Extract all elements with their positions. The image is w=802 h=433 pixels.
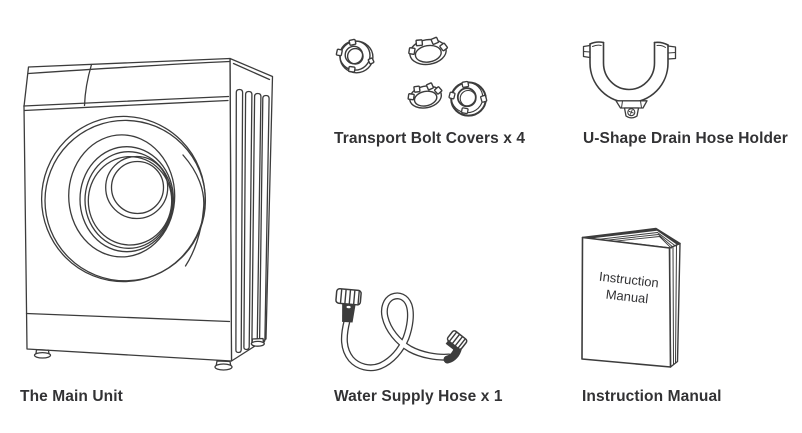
bolt-cover-1 (336, 39, 374, 73)
main-unit-label: The Main Unit (20, 388, 123, 405)
bolt-cover-3 (406, 81, 445, 111)
drain-hose-holder-label: U-Shape Drain Hose Holder (583, 130, 788, 147)
door-window (42, 116, 206, 281)
instruction-manual-illustration (582, 229, 680, 368)
transport-bolt-covers-illustration (336, 36, 487, 116)
bolt-cover-2 (407, 36, 450, 68)
hose-connector-right (444, 330, 468, 360)
hose-connector-left (334, 288, 361, 323)
drain-hose-holder-illustration (584, 42, 676, 118)
feet (35, 339, 265, 371)
water-supply-hose-illustration (334, 288, 468, 367)
water-supply-hose-label: Water Supply Hose x 1 (334, 388, 503, 405)
instruction-manual-label: Instruction Manual (582, 388, 722, 405)
bolt-cover-4 (449, 81, 487, 115)
washing-machine-illustration (24, 59, 273, 371)
transport-bolt-covers-label: Transport Bolt Covers x 4 (334, 130, 526, 147)
